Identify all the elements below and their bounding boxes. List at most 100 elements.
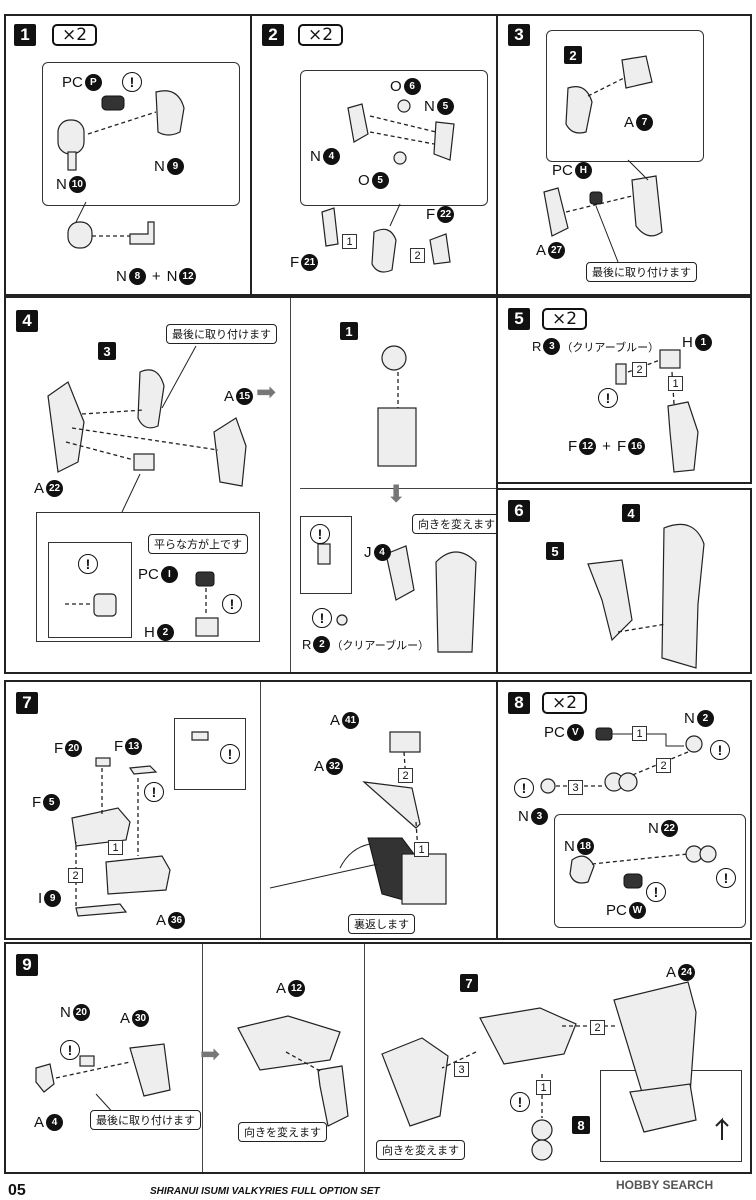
flow-arrow-down: ⬇ [386,480,407,508]
step-number: 6 [508,500,530,522]
order-box-1: 1 [414,842,429,857]
divider [202,944,203,1172]
step-9-diagram [35,981,729,1161]
sub-step-ref: 2 [564,46,582,64]
step-4-diagram [47,345,477,653]
sub-step-ref: 7 [460,974,478,992]
multiplier-badge: ×2 [542,692,588,714]
flow-arrow-right: ➡ [200,1040,221,1068]
note-attach-last: 最後に取り付けます [90,1110,201,1130]
order-box-2: 2 [590,1020,605,1035]
step-3-diagram [543,55,663,263]
step-7-diagram [71,731,447,917]
caution-icon: ! [510,1092,530,1112]
order-box-2: 2 [398,768,413,783]
order-box-2: 2 [410,248,425,263]
caution-icon: ! [310,524,330,544]
multiplier-badge: ×2 [52,24,98,46]
step-8-diagram [540,727,717,889]
step-number: 5 [508,308,530,330]
sub-assembly-box [300,70,488,206]
caution-icon: ! [60,1040,80,1060]
order-box-1: 1 [342,234,357,249]
flow-arrow-right: ➡ [256,378,277,406]
order-box-3: 3 [454,1062,469,1077]
sub-step-ref: 4 [622,504,640,522]
page-number: 05 [8,1182,26,1199]
caution-icon: ! [312,608,332,628]
caution-icon: ! [598,388,618,408]
caution-icon: ! [710,740,730,760]
sub-step-ref: 3 [98,342,116,360]
note-flat-side-up: 平らな方が上です [148,534,248,554]
hobby-search-watermark: HOBBY SEARCH [616,1178,714,1192]
step-number: 7 [16,692,38,714]
divider [364,944,365,1172]
order-box-1: 1 [108,840,123,855]
step-2-diagram [321,99,455,273]
step-6-diagram [587,523,705,669]
order-box-2: 2 [656,758,671,773]
note-change-orientation: 向きを変えます [238,1122,327,1142]
order-box-2: 2 [632,362,647,377]
note-change-orientation: 向きを変えます [412,514,501,534]
step-6-panel: 6 5 4 [496,488,752,674]
caution-icon: ! [78,554,98,574]
note-attach-last: 最後に取り付けます [166,324,277,344]
caution-icon: ! [144,782,164,802]
step-number: 9 [16,954,38,976]
order-box-1: 1 [536,1080,551,1095]
step-number: 8 [508,692,530,714]
note-flip-over: 裏返します [348,914,415,934]
step-5-diagram [615,349,699,473]
caution-icon: ! [122,72,142,92]
step-1-diagram [57,90,185,249]
note-change-orientation: 向きを変えます [376,1140,465,1160]
divider [260,682,261,938]
step-number: 3 [508,24,530,46]
caution-icon: ! [716,868,736,888]
sub-step-ref: 5 [546,542,564,560]
caution-icon: ! [514,778,534,798]
page-footer: 05 SHIRANUI ISUMI VALKYRIES FULL OPTION … [0,1178,756,1200]
divider [300,488,496,489]
caution-icon: ! [222,594,242,614]
